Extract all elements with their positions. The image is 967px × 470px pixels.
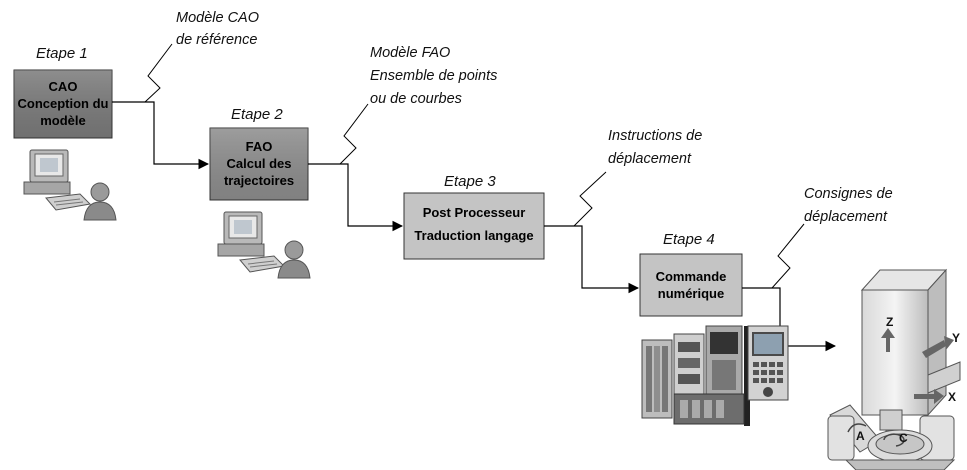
step-4-line-2: numérique	[658, 286, 724, 301]
axis-y-label: Y	[952, 331, 960, 345]
axis-x-label: X	[948, 390, 956, 404]
step-4-label: Etape 4	[663, 231, 715, 248]
note-3-line-1: Instructions de	[608, 128, 702, 144]
connector-1-2	[112, 101, 210, 170]
step-2-line-2: Calcul des	[226, 156, 291, 171]
axis-a-label: A	[856, 429, 865, 443]
note-2-line-3: ou de courbes	[370, 91, 462, 107]
step-1-title: CAO	[49, 79, 78, 94]
note-1-line-2: de référence	[176, 32, 257, 48]
workstation-user-icon	[23, 149, 117, 221]
step-1-label: Etape 1	[36, 45, 88, 62]
note-4-line-1: Consignes de	[804, 186, 893, 202]
step-3-line-2: Traduction langage	[414, 228, 533, 243]
step-3-title: Post Processeur	[423, 205, 526, 220]
step-4-title: Commande	[656, 269, 727, 284]
step-2-title: FAO	[246, 139, 273, 154]
step-4-box: Commande numérique	[639, 253, 743, 317]
signal-callout-3	[573, 171, 607, 227]
step-1-line-3: modèle	[40, 113, 86, 128]
note-2-line-2: Ensemble de points	[370, 68, 497, 84]
note-1-line-1: Modèle CAO	[176, 10, 259, 26]
signal-callout-1	[144, 43, 173, 103]
note-2-line-1: Modèle FAO	[370, 45, 450, 61]
connector-2-3	[308, 163, 404, 232]
connector-4-machine	[742, 287, 837, 352]
step-2-label: Etape 2	[231, 106, 283, 123]
axis-c-label: C	[899, 431, 908, 445]
step-2-line-3: trajectoires	[224, 173, 294, 188]
note-4-line-2: déplacement	[804, 209, 888, 225]
axis-z-label: Z	[886, 315, 893, 329]
machine-tool-icon	[827, 268, 961, 470]
step-3-box: Post Processeur Traduction langage	[403, 192, 545, 260]
note-3-line-2: déplacement	[608, 151, 692, 167]
connector-3-4	[544, 225, 640, 294]
workstation-user-icon	[217, 211, 311, 279]
signal-callout-2	[339, 103, 369, 165]
step-1-line-2: Conception du	[18, 96, 109, 111]
step-1-box: CAO Conception du modèle	[13, 69, 113, 139]
step-2-box: FAO Calcul des trajectoires	[209, 127, 309, 201]
signal-callout-4	[771, 223, 805, 289]
cnc-controller-icon	[641, 325, 789, 426]
step-3-label: Etape 3	[444, 173, 496, 190]
